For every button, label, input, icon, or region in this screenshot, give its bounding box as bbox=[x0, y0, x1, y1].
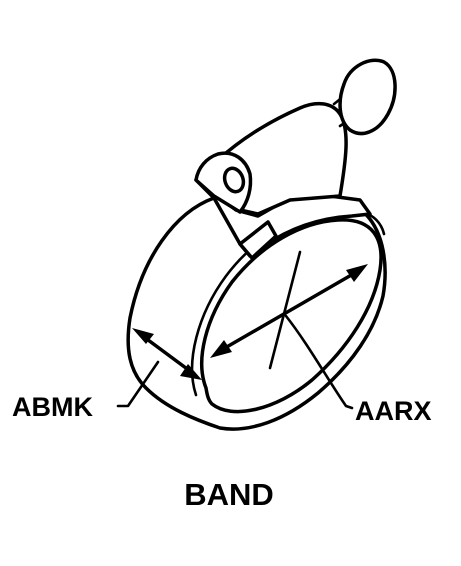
thickness-label: ABMK bbox=[12, 392, 93, 422]
caption-label: BAND bbox=[184, 477, 274, 512]
thickness-dimension bbox=[132, 328, 202, 380]
band-clamp-icon bbox=[126, 94, 387, 431]
thickness-leader bbox=[116, 360, 160, 408]
diameter-dimension bbox=[210, 264, 368, 358]
clamp-hole bbox=[222, 166, 246, 194]
band-latch-tab bbox=[238, 220, 278, 260]
diameter-leader bbox=[284, 314, 354, 410]
screw-knob-icon bbox=[338, 58, 397, 136]
band-inner-rim bbox=[200, 218, 383, 414]
diameter-label: AARX bbox=[355, 396, 432, 426]
band-inner-back bbox=[268, 250, 302, 370]
